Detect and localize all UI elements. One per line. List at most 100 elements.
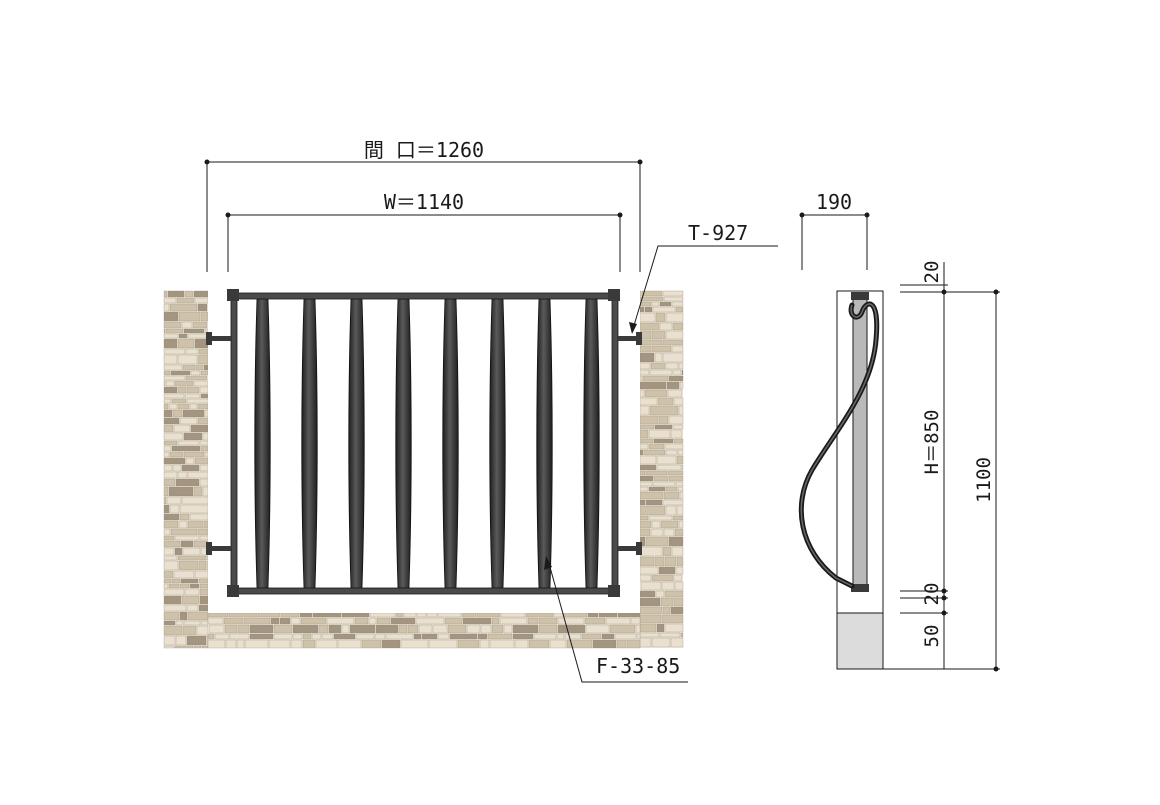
- stone: [163, 604, 187, 612]
- stone: [679, 491, 684, 500]
- stone: [639, 375, 643, 382]
- stone: [661, 614, 684, 624]
- stone: [658, 566, 676, 575]
- opening-label: 間 口＝1260: [364, 138, 484, 162]
- stone: [663, 296, 684, 302]
- stone: [163, 595, 182, 605]
- stone: [163, 478, 176, 487]
- stone: [180, 540, 194, 548]
- stone: [163, 588, 185, 596]
- stone: [639, 345, 652, 353]
- fence-bar: [442, 298, 459, 589]
- stone: [236, 639, 245, 649]
- stone: [163, 457, 186, 465]
- stone: [639, 606, 663, 615]
- stone: [299, 612, 313, 618]
- stone: [184, 393, 201, 399]
- stone: [163, 570, 174, 579]
- stone: [193, 540, 209, 548]
- stone: [163, 611, 180, 621]
- fence-bar: [489, 298, 506, 589]
- stone: [163, 440, 178, 446]
- stone: [639, 397, 658, 406]
- stone: [639, 290, 642, 297]
- bottom-offset-label: 20: [921, 583, 943, 606]
- stone: [333, 633, 356, 640]
- stone: [174, 380, 194, 387]
- stone: [177, 555, 207, 561]
- stone: [163, 398, 172, 404]
- stone: [644, 389, 668, 398]
- side-top-cap: [851, 292, 869, 300]
- stone: [487, 633, 513, 640]
- stone: [677, 486, 684, 492]
- stone: [168, 486, 194, 497]
- stone: [197, 403, 209, 410]
- stone: [665, 330, 684, 340]
- stone: [273, 633, 293, 640]
- stone: [185, 375, 208, 381]
- stone: [198, 604, 209, 612]
- stone: [639, 520, 652, 529]
- stone: [650, 528, 664, 537]
- stone: [503, 624, 513, 634]
- stone: [170, 370, 191, 376]
- stone: [662, 290, 684, 297]
- stone: [538, 617, 558, 625]
- stone: [163, 504, 170, 514]
- dimension-depth: 190: [799, 190, 870, 270]
- depth-label: 190: [816, 190, 852, 214]
- stone: [375, 624, 399, 634]
- stone: [676, 556, 684, 567]
- stone: [639, 438, 654, 444]
- stone: [179, 504, 209, 514]
- stone: [184, 588, 200, 596]
- wall-brackets: [206, 332, 642, 555]
- stone: [665, 312, 684, 323]
- stone: [385, 633, 414, 640]
- stone: [639, 481, 653, 487]
- stone: [361, 639, 382, 649]
- stone: [645, 470, 668, 476]
- stone: [198, 560, 207, 571]
- side-bottom-cap: [851, 584, 869, 592]
- stone: [163, 364, 183, 371]
- stone: [186, 635, 207, 646]
- stone: [197, 528, 209, 536]
- stone: [237, 624, 250, 634]
- side-stile: [852, 297, 868, 586]
- stone: [639, 381, 667, 390]
- stone: [199, 464, 209, 472]
- stone: [206, 555, 209, 561]
- stone: [199, 588, 209, 596]
- stone: [163, 321, 182, 329]
- stone: [300, 617, 327, 625]
- bracket-plate: [206, 332, 212, 345]
- stone: [328, 624, 342, 634]
- stone: [163, 432, 184, 441]
- stone: [341, 612, 370, 618]
- bracket-arm: [210, 546, 231, 551]
- stone: [177, 403, 190, 410]
- scroll-curve-highlight: [800, 303, 878, 587]
- stone: [193, 380, 209, 387]
- stone: [557, 624, 586, 634]
- stone: [163, 445, 172, 452]
- stone: [163, 338, 178, 349]
- stone: [651, 637, 671, 648]
- stone: [651, 345, 672, 353]
- stone: [315, 639, 338, 649]
- stone: [194, 457, 209, 465]
- stone: [648, 515, 673, 521]
- stone: [664, 443, 684, 450]
- stone: [181, 321, 193, 329]
- stone: [202, 432, 209, 441]
- stone: [480, 624, 492, 634]
- stone: [182, 625, 197, 636]
- stone: [639, 491, 664, 500]
- stone: [639, 574, 652, 582]
- stone: [243, 617, 271, 625]
- stone: [462, 617, 492, 625]
- stone: [662, 352, 684, 363]
- stone: [644, 306, 653, 313]
